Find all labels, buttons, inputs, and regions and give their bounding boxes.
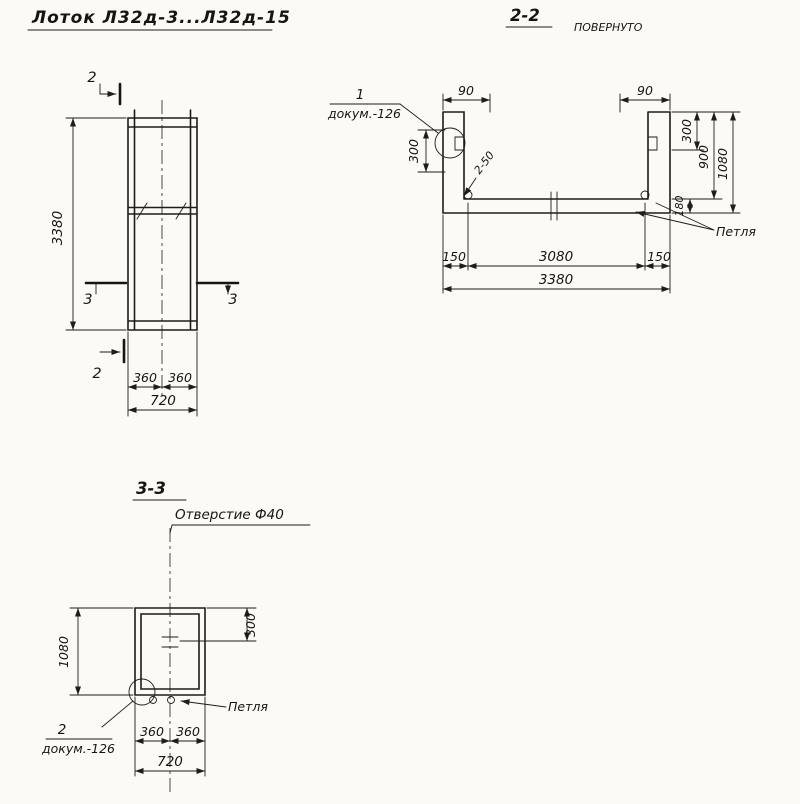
s22-ext-top xyxy=(442,93,671,113)
s33-callout-circle xyxy=(128,678,156,706)
s22-petlya-label: Петля xyxy=(716,224,756,239)
s33-callout-num: 2 xyxy=(58,722,67,738)
section22-header: 2-2 ПОВЕРНУТО xyxy=(505,6,643,34)
section22-view: 1 докум.-126 2-50 90 90 300 300 900 1080… xyxy=(327,83,756,294)
cut-label-2-top: 2 xyxy=(87,70,96,86)
cut-arrow-2-top xyxy=(99,83,117,97)
s22-callout-num: 1 xyxy=(356,87,365,103)
s33-ext-width xyxy=(134,696,206,777)
s33-dim-360-left: 360 xyxy=(140,724,164,739)
plan-joint-slashes xyxy=(136,202,187,220)
s22-dim-150-left: 150 xyxy=(442,249,466,264)
plan-dim-360-right: 360 xyxy=(168,370,192,385)
s33-loop-right xyxy=(167,696,175,704)
plan-ext-length xyxy=(65,117,127,331)
s22-petlya-leaders xyxy=(636,203,715,231)
s33-hole-leader xyxy=(169,524,311,534)
s33-petlya-label: Петля xyxy=(228,699,268,714)
s33-loop-left xyxy=(149,696,157,704)
s33-hole-marks xyxy=(161,636,179,648)
cut-arrows-3 xyxy=(95,282,228,294)
drawing-title-block: Лоток Л32д-3...Л32д-15 xyxy=(27,8,291,31)
section22-subtitle: ПОВЕРНУТО xyxy=(574,21,643,34)
s22-dim-180: 180 xyxy=(673,196,686,217)
section22-title: 2-2 xyxy=(510,6,540,25)
plan-ext-width xyxy=(127,331,198,417)
s33-callout-doc: докум.-126 xyxy=(41,741,115,756)
s22-dim-90-left: 90 xyxy=(458,83,474,98)
s22-ext-left xyxy=(417,129,446,173)
s22-ext-bottom xyxy=(442,202,671,294)
drawing-title: Лоток Л32д-3...Л32д-15 xyxy=(31,8,291,28)
cut-label-2-bottom: 2 xyxy=(92,366,101,382)
s33-outline xyxy=(134,607,206,696)
s33-ext-height xyxy=(69,607,134,696)
s33-dim-300: 300 xyxy=(243,613,258,637)
cut-label-3-left: 3 xyxy=(83,292,92,308)
s22-dim-3380: 3380 xyxy=(539,272,573,288)
plan-dim-length: 3380 xyxy=(50,211,66,245)
s22-dim-300-right: 300 xyxy=(679,119,694,143)
s22-weld-note: 2-50 xyxy=(471,149,497,177)
s33-callout-leader xyxy=(101,700,134,728)
s22-dim-300-left: 300 xyxy=(406,139,421,163)
s22-outline xyxy=(442,111,671,214)
s22-callout-circle xyxy=(434,127,466,159)
s33-dim-720: 720 xyxy=(157,754,183,770)
s22-ext-right xyxy=(671,111,741,214)
section33-title: 3-3 xyxy=(136,479,166,498)
s33-dim-360-right: 360 xyxy=(176,724,200,739)
s22-break-lines xyxy=(550,191,558,221)
plan-dim-360-left: 360 xyxy=(133,370,157,385)
s22-dim-900: 900 xyxy=(696,145,711,169)
s22-dim-90-right: 90 xyxy=(637,83,653,98)
s22-dim-1080: 1080 xyxy=(715,148,730,180)
s22-dim-3080: 3080 xyxy=(539,249,573,265)
plan-view: 2 2 3 3 3380 360 360 720 xyxy=(50,70,240,417)
s33-dim-1080: 1080 xyxy=(56,636,71,668)
s22-weld-leader xyxy=(463,177,477,197)
s22-callout-doc: докум.-126 xyxy=(327,106,401,121)
section33-view: 3-3 Отверстие Ф40 Петля 2 докум.-126 108… xyxy=(41,479,311,795)
s22-dim-150-right: 150 xyxy=(647,249,671,264)
plan-outline xyxy=(127,109,198,331)
s22-loop-right xyxy=(640,190,650,200)
s22-callout-leader xyxy=(399,103,439,134)
s33-hole-label: Отверстие Ф40 xyxy=(175,507,284,523)
s33-petlya-leader xyxy=(180,699,227,708)
plan-dim-720: 720 xyxy=(150,393,176,409)
s22-wall-recesses xyxy=(454,136,658,151)
cut-label-3-right: 3 xyxy=(228,292,237,308)
